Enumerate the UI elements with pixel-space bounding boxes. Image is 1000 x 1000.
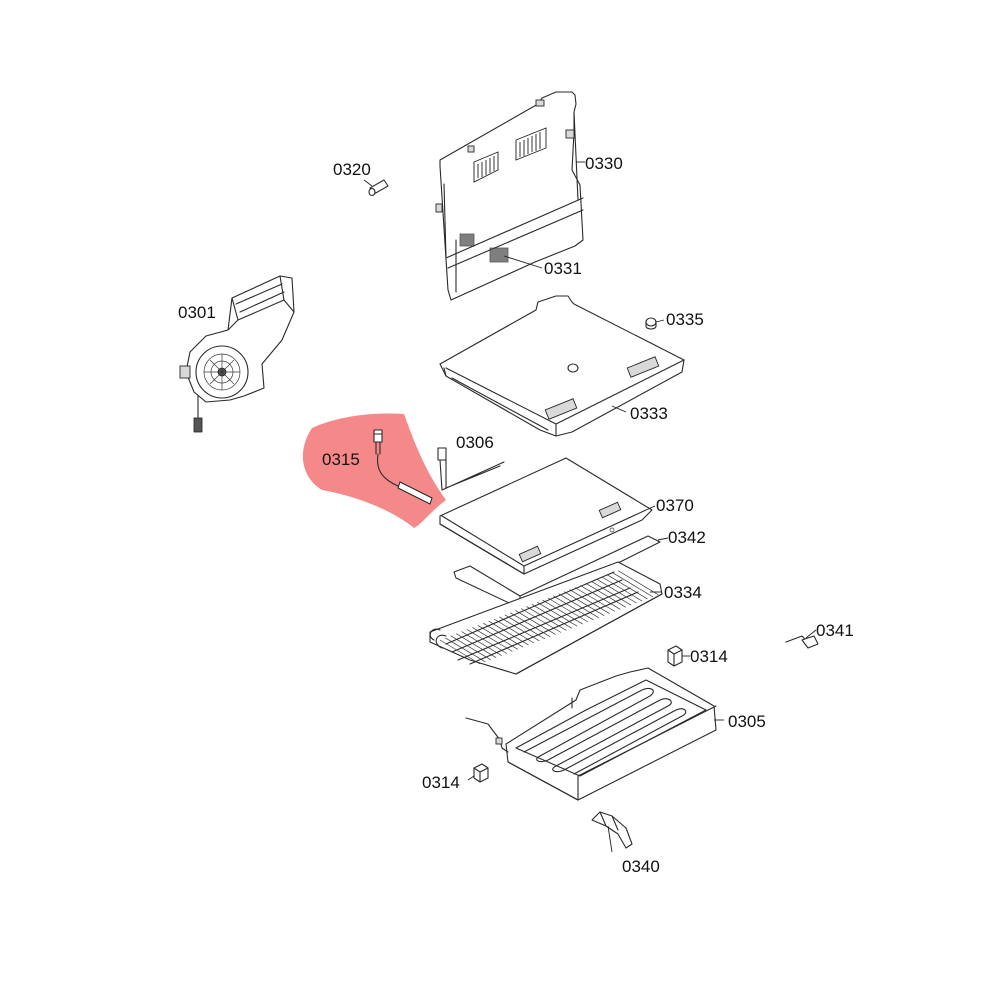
- coil-fin: [547, 597, 589, 623]
- coil-fin: [612, 572, 653, 598]
- leader-lines: [363, 161, 817, 853]
- label-0305[interactable]: 0305: [728, 712, 766, 731]
- label-0331[interactable]: 0331: [544, 259, 582, 278]
- coil-fin: [591, 580, 632, 606]
- label-0320[interactable]: 0320: [333, 160, 371, 179]
- label-0342[interactable]: 0342: [668, 528, 706, 547]
- coil-fin: [558, 593, 599, 619]
- part-0370-cover-plate[interactable]: [439, 457, 653, 575]
- label-0306[interactable]: 0306: [456, 433, 494, 452]
- part-0306-sensor-wire[interactable]: [437, 447, 505, 491]
- label-0341[interactable]: 0341: [816, 621, 854, 640]
- part-0334-evaporator-coil[interactable]: [429, 561, 663, 675]
- coil-fin: [601, 576, 643, 602]
- part-0305-drain-tray[interactable]: [465, 667, 717, 801]
- coil-fin: [564, 591, 605, 617]
- coil-fin: [466, 629, 508, 654]
- label-0335[interactable]: 0335: [666, 310, 704, 329]
- label-0314-lower[interactable]: 0314: [422, 773, 460, 792]
- label-0334[interactable]: 0334: [664, 583, 702, 602]
- coil-fin: [520, 608, 562, 633]
- coil-fin: [580, 585, 621, 610]
- coil-fin: [542, 599, 583, 625]
- coil-fin: [477, 624, 518, 650]
- coil-fin: [596, 578, 637, 604]
- part-0301-fan-housing[interactable]: [179, 275, 295, 433]
- label-0340[interactable]: 0340: [622, 857, 660, 876]
- part-0315-temperature-sensor[interactable]: [373, 429, 433, 505]
- coil-fin: [574, 587, 616, 612]
- part-0320-small-pin[interactable]: [368, 179, 389, 197]
- label-0314-upper[interactable]: 0314: [690, 647, 728, 666]
- part-0340-drain-hose[interactable]: [591, 811, 633, 849]
- coil-fin: [537, 601, 578, 627]
- coil-fin: [585, 582, 626, 608]
- coil-fin: [483, 622, 524, 648]
- coil-fin: [450, 635, 491, 661]
- part-0333-upper-cover-plate[interactable]: [439, 295, 685, 437]
- coil-fin: [607, 574, 648, 600]
- coil-fin: [526, 606, 567, 631]
- highlight-0315: [302, 413, 446, 528]
- coil-fin: [461, 631, 502, 656]
- part-0335-cap-plug[interactable]: [645, 317, 657, 330]
- label-0315[interactable]: 0315: [322, 450, 360, 469]
- label-0333[interactable]: 0333: [630, 404, 668, 423]
- part-0330-rear-cover-panel[interactable]: [435, 91, 584, 301]
- coil-fin: [456, 633, 497, 659]
- coil-fin: [531, 603, 572, 629]
- coil-fin: [569, 589, 610, 614]
- coil-fin: [618, 570, 659, 596]
- label-0330[interactable]: 0330: [585, 154, 623, 173]
- part-0314-clip-lower[interactable]: [473, 763, 489, 783]
- label-0301[interactable]: 0301: [178, 303, 216, 322]
- coil-fin: [488, 620, 529, 646]
- part-0341-fuse-thermostat[interactable]: [785, 635, 819, 649]
- coil-fin: [472, 627, 513, 652]
- label-0370[interactable]: 0370: [656, 496, 694, 515]
- coil-fin: [553, 595, 594, 621]
- part-labels: 0301 0305 0306 0314 0314 0315 0320 0330 …: [178, 154, 854, 876]
- part-0314-clip-upper[interactable]: [667, 645, 683, 667]
